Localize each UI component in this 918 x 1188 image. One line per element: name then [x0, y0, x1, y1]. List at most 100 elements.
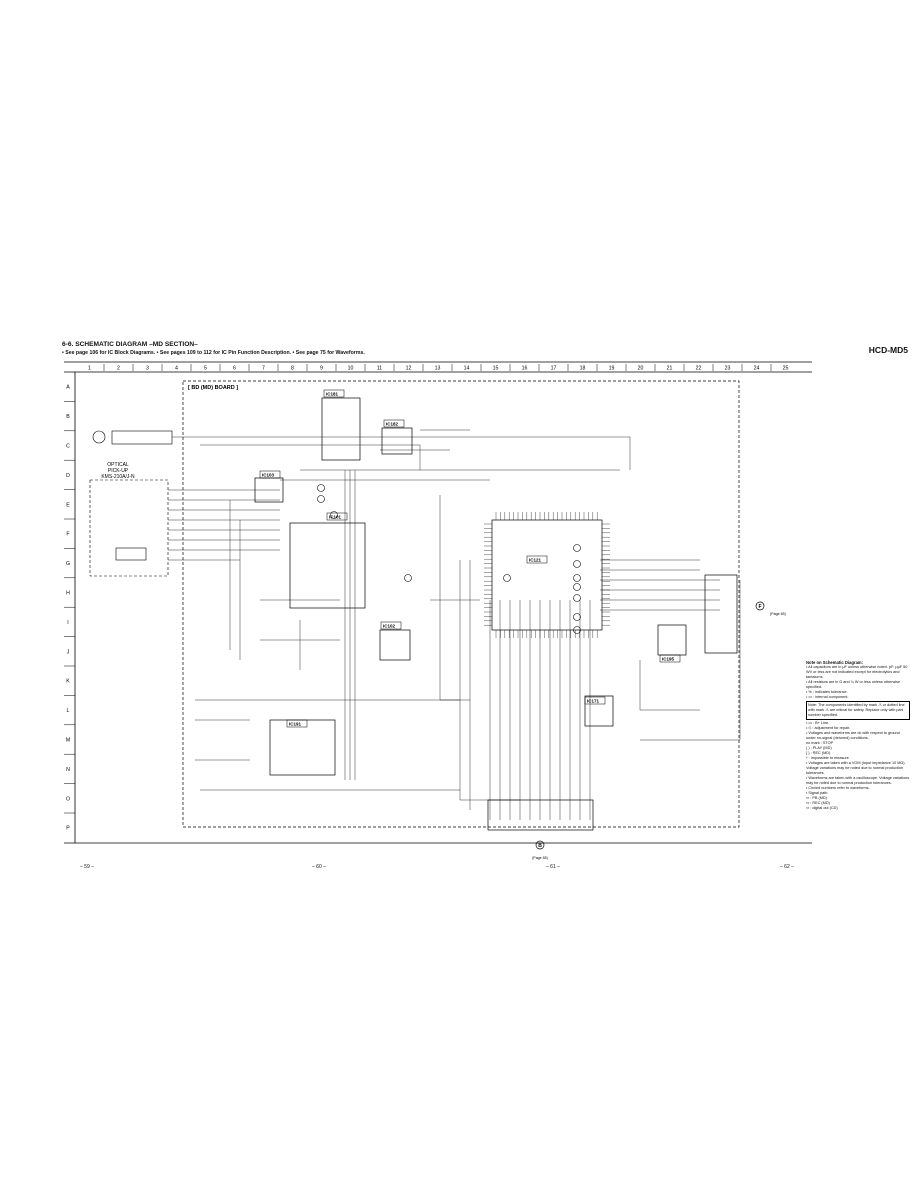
- ic191-body: [269, 719, 336, 776]
- grid-row-label: K: [66, 679, 70, 685]
- ic101-body: [289, 522, 366, 609]
- ic171-label: IC171: [587, 699, 600, 704]
- pickup-line-3: KMS-210A/J-N: [101, 474, 135, 480]
- grid-column-label: 22: [696, 366, 702, 372]
- ic102-label: IC102: [383, 624, 396, 629]
- ic102-body: [379, 629, 411, 661]
- cn-right: [704, 574, 738, 654]
- ic101-label: IC101: [329, 515, 342, 520]
- note-item: • Voltages and waveforms are dc with res…: [806, 731, 900, 740]
- grid-column-label: 3: [146, 366, 149, 372]
- cn-bottom: [487, 799, 594, 831]
- note-item: • Waveforms are taken with a oscilloscop…: [806, 776, 910, 785]
- grid-column-label: 13: [435, 366, 441, 372]
- grid-column-label: 8: [291, 366, 294, 372]
- grid-row-label: O: [66, 796, 70, 802]
- ic191-label: IC191: [289, 722, 302, 727]
- grid-column-label: 6: [233, 366, 236, 372]
- grid-row-label: P: [66, 826, 70, 832]
- grid-row-label: B: [66, 414, 70, 420]
- ic182-body: [381, 427, 413, 455]
- grid-column-label: 12: [406, 366, 412, 372]
- note-item: { } : REC (MD): [806, 751, 831, 755]
- page-number-62: – 62 –: [780, 864, 794, 870]
- grid-column-label: 14: [464, 366, 470, 372]
- grid-column-label: 1: [88, 366, 91, 372]
- pickup-line-2: PICK-UP: [108, 468, 129, 474]
- note-item: • % : indicates tolerance.: [806, 690, 848, 694]
- connector-b: B (Page 55): [532, 840, 548, 860]
- note-item: • Circled numbers refer to waveforms.: [806, 786, 870, 790]
- model-label: HCD-MD5: [868, 345, 908, 355]
- note-item: • ▭ : internal component.: [806, 695, 849, 699]
- bd-board-outline: [182, 380, 740, 828]
- grid-column-label: 23: [725, 366, 731, 372]
- grid-column-label: 25: [783, 366, 789, 372]
- note-item: * : Impossible to measure: [806, 756, 849, 760]
- ic121-body: [491, 519, 603, 631]
- ic181-body: [321, 397, 361, 461]
- grid-row-label: H: [66, 591, 70, 597]
- page-number-61: – 61 –: [546, 864, 560, 870]
- grid-column-label: 7: [262, 366, 265, 372]
- optical-pickup: [89, 430, 173, 577]
- connector-f-ref: F: [758, 604, 761, 610]
- ic121-pins: [484, 512, 610, 638]
- grid-column-label: 4: [175, 366, 178, 372]
- safety-note: Note: The components identified by mark …: [806, 701, 910, 720]
- ic182-label: IC182: [386, 422, 399, 427]
- grid-row-label: D: [66, 473, 70, 479]
- note-item: ⇨ : REC (MD): [806, 801, 830, 805]
- ic195-label: IC195: [662, 657, 675, 662]
- note-item: ⇨ : PB (MD): [806, 796, 827, 800]
- pickup-line-1: OPTICAL: [107, 462, 129, 468]
- page-subtitle: • See page 106 for IC Block Diagrams. • …: [62, 350, 365, 356]
- note-item: • All capacitors are in μF unless otherw…: [806, 665, 908, 679]
- note-item: • ◇ : adjustment for repair.: [806, 726, 851, 730]
- note-item: • Voltages are taken with a VOM (Input i…: [806, 761, 906, 775]
- note-item: • ▭ : B+ Line.: [806, 721, 830, 725]
- grid-column-label: 24: [754, 366, 760, 372]
- grid-column-label: 2: [117, 366, 120, 372]
- grid-column-label: 17: [551, 366, 557, 372]
- waveform-markers: [317, 484, 581, 634]
- ic121-label: IC121: [529, 558, 542, 563]
- wiring: [168, 429, 741, 820]
- note-item: ( ) : PLAY (MD): [806, 746, 832, 750]
- grid-row-label: G: [66, 561, 70, 567]
- grid-column-label: 19: [609, 366, 615, 372]
- grid-row-label: J: [67, 649, 70, 655]
- grid-column-label: 11: [377, 366, 382, 372]
- schematic-notes: Note on Schematic Diagram: • All capacit…: [806, 660, 910, 811]
- grid-column-label: 10: [348, 366, 354, 372]
- ic171-body: [584, 695, 614, 727]
- connector-f-text: (Page 65): [770, 612, 786, 616]
- grid-row-label: I: [67, 620, 68, 626]
- connector-b-text: (Page 55): [532, 856, 548, 860]
- ic103-label: IC103: [262, 473, 275, 478]
- grid-column-label: 5: [204, 366, 207, 372]
- ic181-label: IC181: [326, 392, 339, 397]
- grid-row-label: E: [66, 502, 70, 508]
- page-number-59: – 59 –: [80, 864, 94, 870]
- note-item: • Signal path.: [806, 791, 829, 795]
- grid-row-label: C: [66, 444, 70, 450]
- note-item: • All resistors are in Ω and ¼ W or less…: [806, 680, 901, 689]
- ic-bodies: [254, 397, 738, 831]
- grid-row-label: F: [66, 532, 69, 538]
- connector-f: F (Page 65): [755, 601, 786, 616]
- note-item: no mark : STOP: [806, 741, 834, 745]
- page-number-60: – 60 –: [312, 864, 326, 870]
- grid-frame: [64, 361, 812, 844]
- notes-heading: Note on Schematic Diagram:: [806, 660, 864, 665]
- grid-column-label: 20: [638, 366, 644, 372]
- grid-row-label: N: [66, 767, 70, 773]
- grid-column-label: 9: [320, 366, 323, 372]
- page-title: 6-6. SCHEMATIC DIAGRAM –MD SECTION–: [62, 341, 198, 348]
- grid-row-label: L: [67, 708, 70, 714]
- grid-column-label: 18: [580, 366, 586, 372]
- grid-row-label: A: [66, 385, 70, 391]
- grid-column-label: 21: [667, 366, 673, 372]
- bd-board-label: [ BD (MD) BOARD ]: [188, 385, 238, 391]
